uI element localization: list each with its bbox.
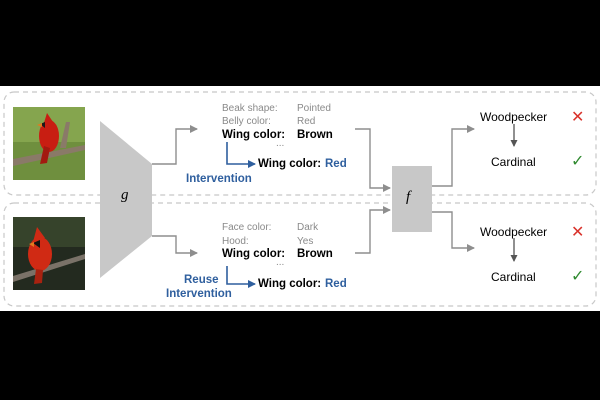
top-right-mark: ✓ [571,153,585,170]
bottom-example-box [3,202,597,307]
bottom-concept-name-1: Face color: [222,222,272,233]
encoder-label: g [121,187,129,203]
top-concept-value-2: Red [297,116,316,127]
encoder-to-bottom-concepts-arrow [152,235,198,257]
bottom-highlighted-concept-name: Wing color: [222,248,286,260]
top-example-box [3,91,597,196]
top-concept-name-1: Beak shape: [222,103,278,114]
top-intervened-concept-name: Wing color: [258,158,322,170]
reuse-intervention-arrow [226,266,256,288]
encoder-to-top-concepts-arrow [152,125,198,165]
bottom-highlighted-concept-value: Brown [297,248,333,260]
bottom-right-mark: ✓ [571,268,585,285]
diagram-graphics [3,91,597,307]
top-bird-image [13,107,85,180]
top-highlighted-concept-value: Brown [297,129,333,141]
bottom-concept-value-1: Dark [297,222,319,233]
reuse-label-line1: Reuse [184,274,219,286]
intervention-arrow [226,142,256,168]
top-prediction-after: Cardinal [491,155,536,169]
predictor-label: f [406,189,411,205]
top-wrong-mark: ✕ [571,109,585,126]
diagram-panel: g f Beak shape: Pointed Belly color: Red… [0,86,600,311]
predictor-to-top-output-arrow [432,125,475,187]
bottom-intervened-concept-value: Red [325,278,347,290]
top-prediction-before: Woodpecker [480,110,548,124]
bottom-concepts-to-predictor-arrow [355,206,391,254]
top-highlighted-concept-name: Wing color: [222,129,286,141]
top-concepts-to-predictor-arrow [355,128,391,192]
bottom-prediction-after: Cardinal [491,270,536,284]
top-ellipsis: ... [276,138,285,149]
concept-encoder-block [100,121,152,278]
predictor-to-bottom-output-arrow [432,211,475,252]
intervention-label: Intervention [186,173,252,185]
top-concept-value-1: Pointed [297,103,331,114]
bottom-concept-value-2: Yes [297,236,314,247]
bottom-intervened-concept-name: Wing color: [258,278,322,290]
top-intervened-concept-value: Red [325,158,347,170]
bottom-bird-image [13,217,85,290]
reuse-label-line2: Intervention [166,288,232,300]
bottom-wrong-mark: ✕ [571,224,585,241]
bottom-concept-name-2: Hood: [222,236,249,247]
bottom-ellipsis: ... [276,257,285,268]
bottom-prediction-before: Woodpecker [480,225,548,239]
top-concept-name-2: Belly color: [222,116,271,127]
label-predictor-block [392,166,432,232]
